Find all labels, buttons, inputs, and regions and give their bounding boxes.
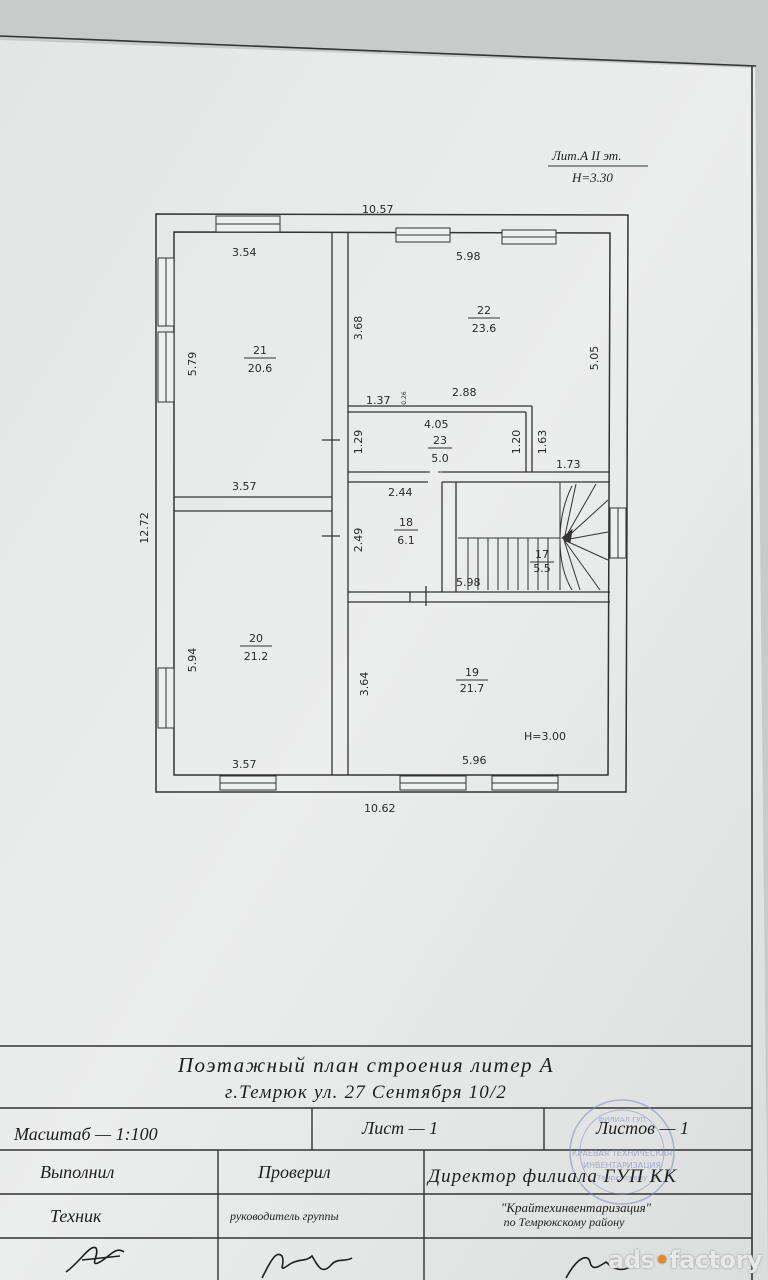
room-23-number: 23	[433, 434, 447, 447]
room19-height: H=3.00	[524, 730, 566, 743]
watermark-ads: ads	[608, 1246, 655, 1274]
svg-text:ФИЛИАЛ ГУП: ФИЛИАЛ ГУП	[598, 1116, 646, 1124]
room-22-area: 23.6	[472, 322, 497, 335]
dim-room19-bottom: 5.96	[462, 754, 487, 767]
official-stamp: ФИЛИАЛ ГУП КРАЕВАЯ ТЕХНИЧЕСКАЯ ИНВЕНТАРИ…	[569, 1099, 675, 1205]
signature-director	[565, 1256, 633, 1279]
dim-026: 0.26	[401, 391, 408, 405]
dim-129: 1.29	[352, 430, 365, 455]
checked-label: Проверил	[257, 1162, 331, 1182]
watermark-factory: factory	[669, 1246, 762, 1274]
dim-room21-top: 3.54	[232, 246, 257, 259]
dim-top-total: 10.57	[362, 203, 394, 216]
dim-244: 2.44	[388, 486, 413, 499]
dim-bottom-total: 10.62	[364, 802, 396, 815]
scale-label: Масштаб — 1:100	[13, 1124, 158, 1144]
dim-room20-bottom: 3.57	[232, 758, 257, 771]
interior-walls	[174, 232, 610, 775]
room-18-area: 6.1	[397, 534, 415, 547]
dim-249: 2.49	[352, 528, 365, 553]
watermark-dot: •	[654, 1246, 670, 1274]
room-17-area: 5.5	[533, 562, 551, 575]
plan-title: Поэтажный план строения литер А	[177, 1053, 554, 1077]
room-18-number: 18	[399, 516, 413, 529]
dim-room21-bottom: 3.57	[232, 480, 257, 493]
dim-173: 1.73	[556, 458, 581, 471]
plan-address: г.Темрюк ул. 27 Сентября 10/2	[225, 1082, 507, 1103]
room-19-number: 19	[465, 666, 479, 679]
height-label: H=3.30	[571, 170, 613, 185]
dim-stair: 5.98	[456, 576, 481, 589]
technician-label: Техник	[50, 1206, 102, 1226]
dim-room22-right: 5.05	[588, 346, 601, 371]
svg-text:КРАЕВАЯ ТЕХНИЧЕСКАЯ: КРАЕВАЯ ТЕХНИЧЕСКАЯ	[572, 1149, 672, 1158]
dim-288: 2.88	[452, 386, 477, 399]
room-17-number: 17	[535, 548, 549, 561]
dim-room19-left: 3.64	[358, 672, 371, 697]
dim-room22-top: 5.98	[456, 250, 481, 263]
room-labels: 21 20.6 22 23.6 23 5.0 18 6.1 17 5.5 20 …	[240, 304, 554, 695]
dim-room20-side: 5.94	[186, 648, 199, 673]
dim-room22-left: 3.68	[352, 316, 365, 341]
staircase	[458, 482, 609, 591]
windows	[157, 215, 627, 791]
dimension-labels: 10.57 10.62 12.72 3.54 5.98 5.79 3.68 5.…	[138, 203, 601, 815]
svg-text:ИНВЕНТАРИЗАЦИЯ: ИНВЕНТАРИЗАЦИЯ	[583, 1161, 661, 1170]
room-20-number: 20	[249, 632, 263, 645]
org-district: по Темрюкскому району	[504, 1215, 626, 1229]
liter-label: Лит.А II эт.	[551, 148, 622, 163]
room-19-area: 21.7	[460, 682, 485, 695]
org-name: "Крайтехинвентаризация"	[501, 1200, 652, 1215]
signatures	[65, 1246, 633, 1279]
paper-sheet	[0, 40, 768, 1280]
room-21-number: 21	[253, 344, 267, 357]
room-21-area: 20.6	[248, 362, 273, 375]
dim-left-total: 12.72	[138, 512, 151, 544]
dim-120: 1.20	[510, 430, 523, 455]
sheet-label: Лист — 1	[361, 1118, 438, 1138]
sheets-label: Листов — 1	[595, 1118, 689, 1138]
dim-137: 1.37	[366, 394, 391, 407]
room-23-area: 5.0	[431, 452, 449, 465]
group-head-label: руководитель группы	[229, 1209, 339, 1223]
dim-room21-side: 5.79	[186, 352, 199, 377]
director-label: Директор филиала ГУП КК	[426, 1166, 677, 1187]
svg-text:Темрюкскому: Темрюкскому	[596, 1174, 647, 1182]
room-22-number: 22	[477, 304, 491, 317]
outer-walls	[155, 213, 629, 793]
room-20-area: 21.2	[244, 650, 269, 663]
signature-group-head	[261, 1253, 353, 1279]
watermark: ads•factory	[608, 1246, 762, 1274]
title-block-text: Поэтажный план строения литер А г.Темрюк…	[13, 1053, 689, 1229]
signature-technician	[65, 1246, 125, 1273]
performed-label: Выполнил	[40, 1162, 115, 1182]
dim-163: 1.63	[536, 430, 549, 455]
dim-405: 4.05	[424, 418, 449, 431]
